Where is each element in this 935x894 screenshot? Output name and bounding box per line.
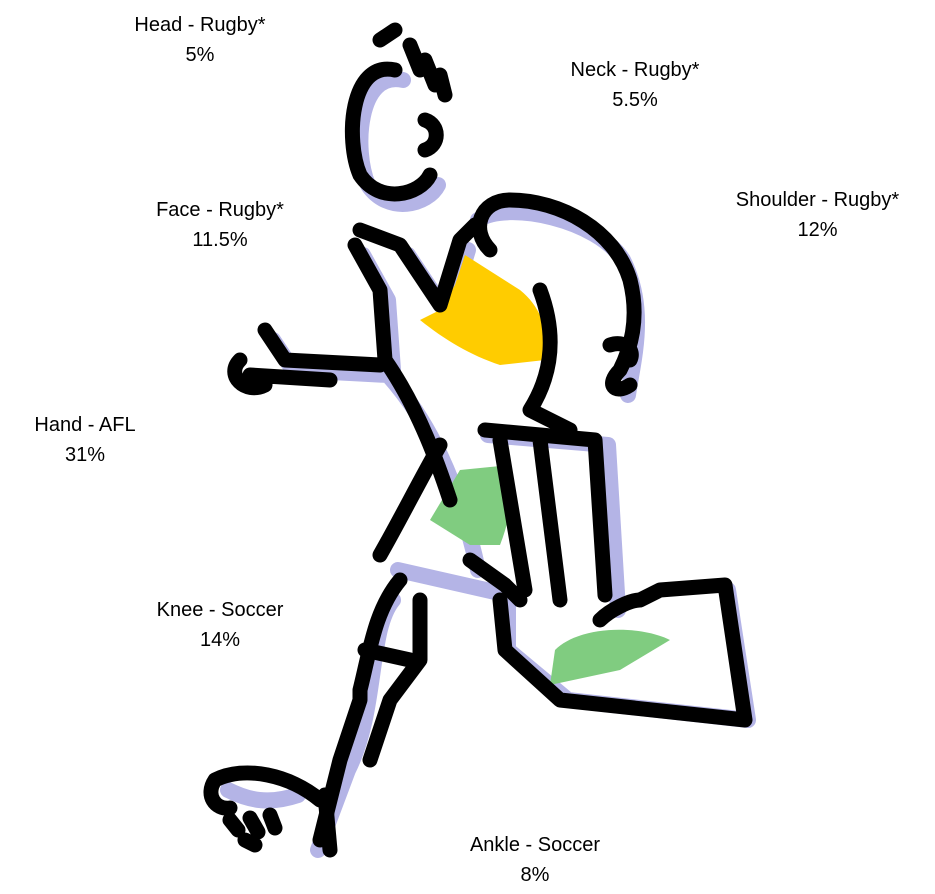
face-injury-title: Face - Rugby* [110,195,330,225]
knee-injury-title: Knee - Soccer [95,595,345,625]
ankle-injury-value: 8% [420,860,650,890]
head-injury-title: Head - Rugby* [90,10,310,40]
head-injury-label: Head - Rugby* 5% [90,10,310,70]
head-injury-value: 5% [90,40,310,70]
hand-injury-value: 31% [0,440,170,470]
neck-injury-title: Neck - Rugby* [520,55,750,85]
calf-patch [550,630,670,685]
hand-injury-label: Hand - AFL 31% [0,410,170,470]
knee-injury-label: Knee - Soccer 14% [95,595,345,655]
shoulder-injury-title: Shoulder - Rugby* [700,185,935,215]
face-injury-label: Face - Rugby* 11.5% [110,195,330,255]
toe-marks [230,815,275,845]
shoulder-injury-value: 12% [700,215,935,245]
figure-outline [211,30,745,850]
ankle-injury-title: Ankle - Soccer [420,830,650,860]
face-injury-value: 11.5% [110,225,330,255]
ankle-injury-label: Ankle - Soccer 8% [420,830,650,890]
knee-injury-value: 14% [95,625,345,655]
ear-outline [425,120,436,150]
shoulder-injury-label: Shoulder - Rugby* 12% [700,185,935,245]
front-foot-top [325,795,330,850]
neck-injury-value: 5.5% [520,85,750,115]
knee-band [365,650,410,660]
hand-injury-title: Hand - AFL [0,410,170,440]
front-arm [265,330,380,365]
neck-injury-label: Neck - Rugby* 5.5% [520,55,750,115]
